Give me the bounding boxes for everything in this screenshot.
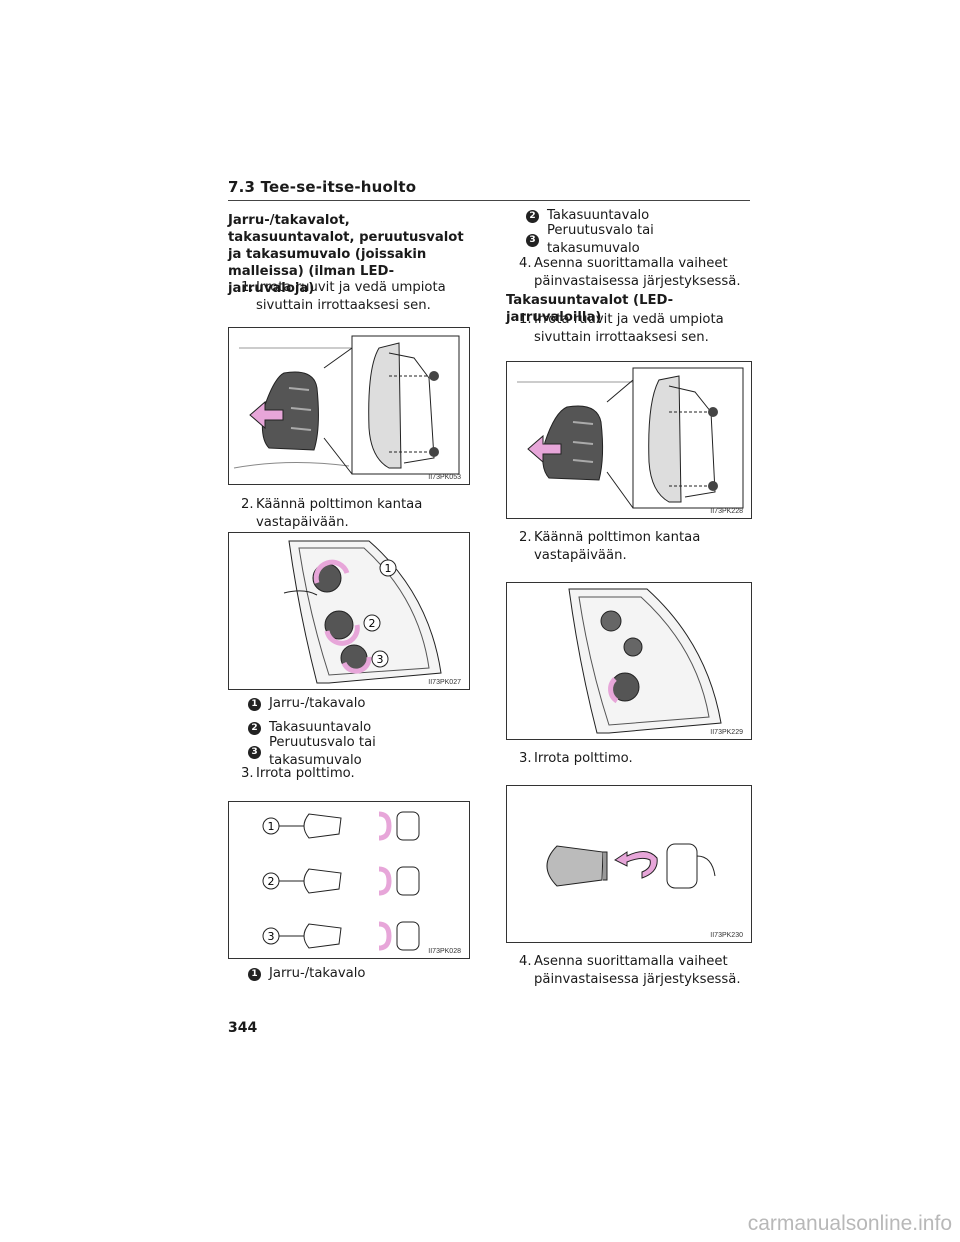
figure-callout-1: 1 bbox=[262, 817, 280, 835]
step-text: Irrota ruuvit ja vedä umpiota sivuttain … bbox=[256, 280, 446, 313]
figure-callout-text: 1 bbox=[268, 820, 275, 833]
step-text: Irrota polttimo. bbox=[534, 751, 633, 766]
step-text: Irrota polttimo. bbox=[256, 766, 355, 781]
callout-label: Jarru-/takavalo bbox=[269, 696, 366, 711]
callout-item: 1 Jarru-/takavalo bbox=[228, 962, 472, 986]
watermark: carmanualsonline.info bbox=[747, 1212, 952, 1235]
page-number: 344 bbox=[228, 1020, 258, 1036]
figure-callout-text: 3 bbox=[268, 930, 275, 943]
callout-item: 1 Jarru-/takavalo bbox=[228, 692, 472, 716]
figure-bulb-removal: 1 2 3 II73PK028 bbox=[228, 801, 470, 959]
section-rule bbox=[228, 200, 750, 201]
callout-label: Jarru-/takavalo bbox=[269, 966, 366, 981]
figure-callout-text: 1 bbox=[385, 562, 392, 575]
step-number: 1. bbox=[519, 312, 532, 327]
step-text: Irrota ruuvit ja vedä umpiota sivuttain … bbox=[534, 312, 724, 345]
right-step-2: 2.Käännä polttimon kantaa vastapäivään. bbox=[506, 529, 778, 565]
figure-code: II73PK028 bbox=[428, 948, 461, 955]
step-text: Käännä polttimon kantaa vastapäivään. bbox=[256, 497, 423, 530]
figure-code: II73PK027 bbox=[428, 679, 461, 686]
step-number: 2. bbox=[519, 530, 532, 545]
callout-number: 1 bbox=[248, 967, 261, 981]
callout-item: 2 Takasuuntavalo bbox=[228, 716, 472, 740]
right-step-1: 1.Irrota ruuvit ja vedä umpiota sivuttai… bbox=[506, 311, 784, 347]
left-heading: Jarru-/takavalot, takasuuntavalot, peruu… bbox=[228, 213, 464, 296]
figure-tail-lamp-removal: II73PK053 bbox=[228, 327, 470, 485]
step-number: 2. bbox=[241, 497, 254, 512]
right-step-3: 3.Irrota polttimo. bbox=[506, 750, 778, 768]
callout-number: 2 bbox=[526, 209, 539, 223]
section-title: 7.3 Tee-se-itse-huolto bbox=[228, 178, 417, 196]
left-step-1: 1.Irrota ruuvit ja vedä umpiota sivuttai… bbox=[228, 279, 500, 315]
callout-label: Peruutusvalo tai takasumuvalo bbox=[546, 223, 654, 256]
figure-code: II73PK053 bbox=[428, 474, 461, 481]
figure-callout-1: 1 bbox=[379, 559, 397, 577]
step-number: 4. bbox=[519, 954, 532, 969]
right-step-4: 4.Asenna suorittamalla vaiheet päinvasta… bbox=[506, 255, 778, 291]
step-text: Käännä polttimon kantaa vastapäivään. bbox=[534, 530, 701, 563]
right-callout-list: 2 Takasuuntavalo 3 Peruutusvalo tai takasu… bbox=[506, 204, 750, 256]
step-number: 1. bbox=[241, 280, 254, 295]
figure-turn-bulb-removal: II73PK230 bbox=[506, 785, 752, 943]
figure-callout-3: 3 bbox=[262, 927, 280, 945]
step-text: Asenna suorittamalla vaiheet päinvastais… bbox=[534, 954, 741, 987]
callout-label: Peruutusvalo tai takasumuvalo bbox=[268, 735, 376, 768]
callout-label: Takasuuntavalo bbox=[547, 208, 650, 223]
figure-callout-text: 3 bbox=[377, 653, 384, 666]
step-text: Asenna suorittamalla vaiheet päinvastais… bbox=[534, 256, 741, 289]
callout-label: Takasuuntavalo bbox=[269, 720, 372, 735]
callout-number: 3 bbox=[526, 233, 539, 247]
step-number: 3. bbox=[519, 751, 532, 766]
left-step-3: 3.Irrota polttimo. bbox=[228, 765, 500, 783]
figure-turn-bulb-socket: II73PK229 bbox=[506, 582, 752, 740]
step-number: 3. bbox=[241, 766, 254, 781]
figure-callout-3: 3 bbox=[371, 650, 389, 668]
figure-callout-text: 2 bbox=[268, 875, 275, 888]
figure-callout-text: 2 bbox=[369, 617, 376, 630]
left-callout-bottom: 1 Jarru-/takavalo bbox=[228, 962, 472, 986]
callout-number: 1 bbox=[248, 697, 261, 711]
right-heading: Takasuuntavalot (LED-jarruvaloilla) bbox=[506, 293, 674, 325]
figure-code: II73PK229 bbox=[710, 729, 743, 736]
figure-callout-2: 2 bbox=[262, 872, 280, 890]
callout-item: 2 Takasuuntavalo bbox=[506, 204, 750, 228]
left-callout-list: 1 Jarru-/takavalo 2 Takasuuntavalo 3 Peruut… bbox=[228, 692, 472, 768]
figure-turn-lamp-removal: II73PK228 bbox=[506, 361, 752, 519]
callout-number: 2 bbox=[248, 721, 261, 735]
callout-number: 3 bbox=[248, 745, 261, 759]
figure-bulb-sockets: 1 2 3 II73PK027 bbox=[228, 532, 470, 690]
step-number: 4. bbox=[519, 256, 532, 271]
left-step-2: 2.Käännä polttimon kantaa vastapäivään. bbox=[228, 496, 506, 532]
figure-code: II73PK228 bbox=[710, 508, 743, 515]
figure-code: II73PK230 bbox=[710, 932, 743, 939]
figure-callout-2: 2 bbox=[363, 614, 381, 632]
callout-item: 3 Peruutusvalo tai takasumuvalo bbox=[506, 223, 750, 256]
right-step-4b: 4.Asenna suorittamalla vaiheet päinvasta… bbox=[506, 953, 778, 989]
callout-item: 3 Peruutusvalo tai takasumuvalo bbox=[228, 735, 472, 768]
